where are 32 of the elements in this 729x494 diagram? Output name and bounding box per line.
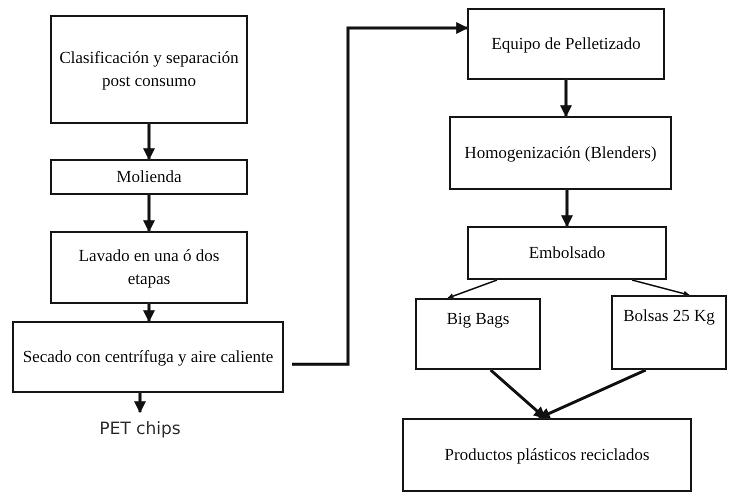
step-text: Molienda	[116, 166, 182, 188]
process-box	[449, 116, 672, 190]
arrow	[143, 304, 155, 322]
step-text: Productos plásticos reciclados	[444, 444, 650, 466]
step-text: Embolsado	[528, 242, 606, 264]
arrow	[292, 22, 468, 366]
arrow	[538, 368, 646, 420]
arrow	[447, 279, 498, 299]
arrow	[143, 124, 155, 160]
arrow	[632, 279, 690, 297]
arrow	[143, 195, 155, 232]
step-text: Big Bags	[446, 308, 510, 330]
process-box	[467, 226, 667, 280]
arrow	[134, 393, 146, 414]
process-box	[50, 15, 248, 124]
process-box	[611, 295, 727, 370]
step-text: Secado con centrífuga y aire caliente	[22, 346, 274, 368]
step-text: Lavado en una ó dos etapas	[78, 245, 220, 290]
process-box	[12, 321, 284, 393]
arrow	[490, 368, 546, 420]
step-text: Bolsas 25 Kg	[623, 305, 715, 327]
step-text: Equipo de Pelletizado	[491, 32, 641, 55]
process-box	[50, 231, 248, 304]
process-box	[50, 159, 248, 195]
step-text: Clasificación y separación post consumo	[58, 47, 240, 92]
process-box	[402, 418, 692, 492]
process-box	[467, 8, 665, 80]
arrow	[561, 190, 573, 228]
arrow	[560, 80, 572, 118]
process-box	[415, 298, 541, 370]
output-label: PET chips	[80, 412, 200, 446]
step-text: Homogenización (Blenders)	[464, 142, 657, 164]
